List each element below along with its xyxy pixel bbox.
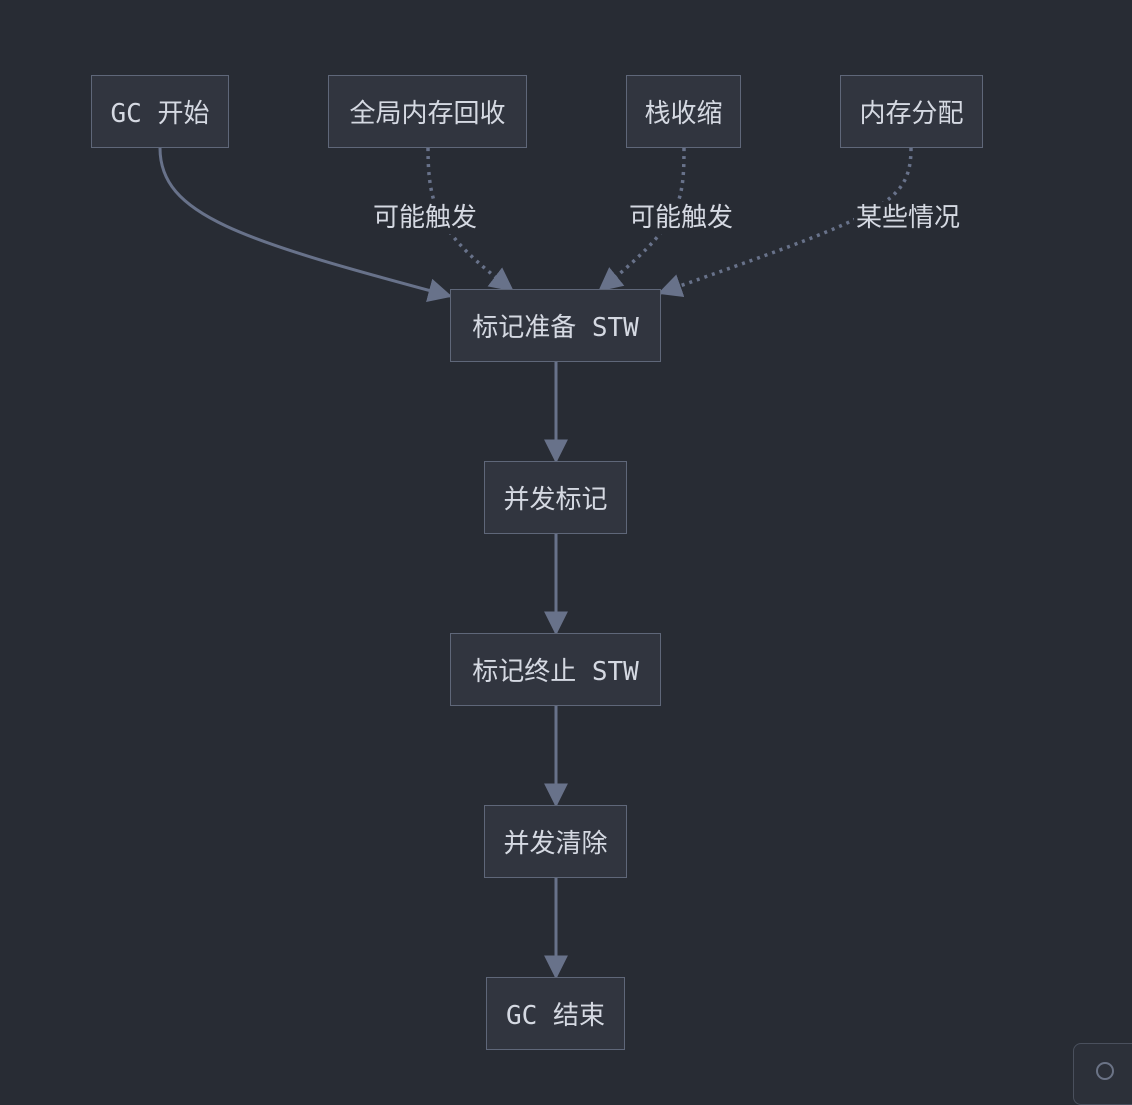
node-global-mem-reclaim[interactable]: 全局内存回收 <box>328 75 527 148</box>
node-mark-terminate[interactable]: 标记终止 STW <box>450 633 661 706</box>
node-gc-start[interactable]: GC 开始 <box>91 75 229 148</box>
corner-control-button[interactable] <box>1073 1043 1132 1105</box>
diagram-canvas: 可能触发 可能触发 某些情况 GC 开始 全局内存回收 栈收缩 内存分配 标记准… <box>91 75 1132 1105</box>
edge-label-stack-shrink: 可能触发 <box>627 202 736 234</box>
node-gc-end[interactable]: GC 结束 <box>486 977 625 1050</box>
edge-label-global-mem-reclaim: 可能触发 <box>371 202 480 234</box>
node-mark-prepare[interactable]: 标记准备 STW <box>450 289 661 362</box>
node-concurrent-sweep[interactable]: 并发清除 <box>484 805 627 878</box>
node-stack-shrink[interactable]: 栈收缩 <box>626 75 741 148</box>
node-concurrent-mark[interactable]: 并发标记 <box>484 461 627 534</box>
edge-gc-start-to-mark-prepare <box>158 147 453 303</box>
node-mem-alloc[interactable]: 内存分配 <box>840 75 983 148</box>
edge-global-mem-reclaim-to-mark-prepare <box>426 147 514 292</box>
edge-label-mem-alloc: 某些情况 <box>854 202 963 234</box>
help-icon <box>1096 1062 1114 1080</box>
edge-stack-shrink-to-mark-prepare <box>598 147 686 292</box>
